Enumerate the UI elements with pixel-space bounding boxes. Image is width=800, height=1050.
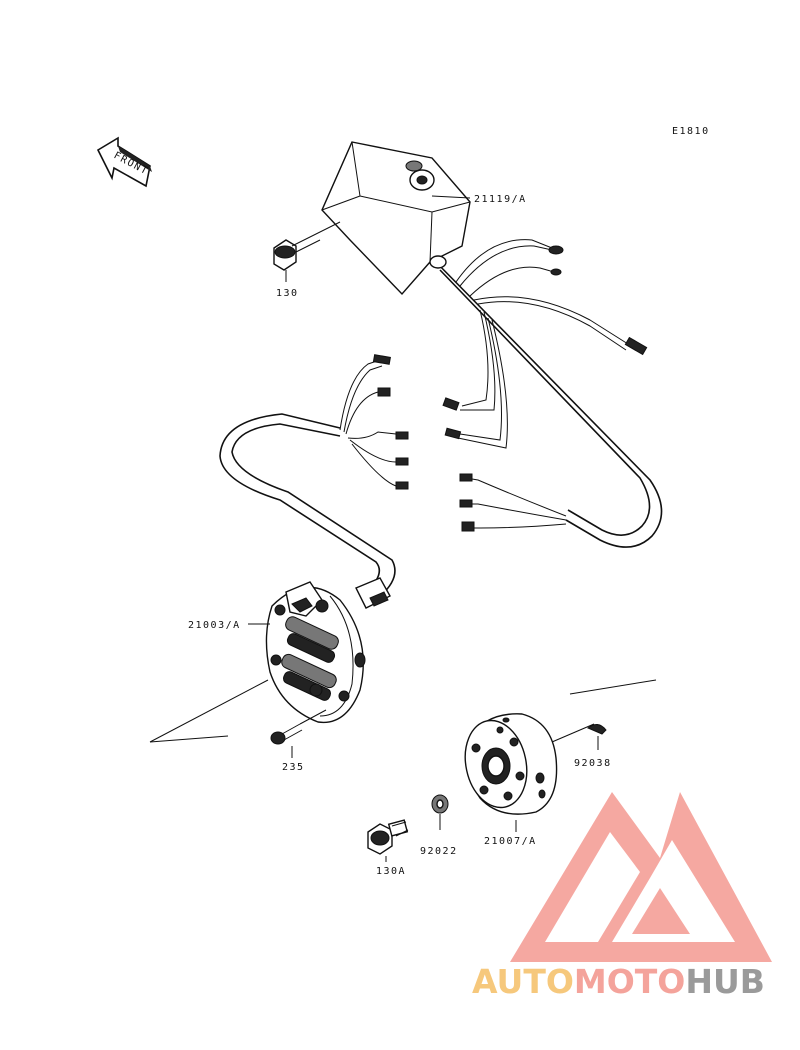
washer-92022 (431, 794, 449, 814)
screw-235 (270, 709, 327, 745)
label-key: 92038 (574, 758, 612, 769)
label-screw-235: 235 (282, 762, 305, 773)
cdi-unit (321, 141, 663, 548)
bolt-130 (273, 221, 341, 271)
bolt-130a (367, 819, 409, 855)
watermark-logo-icon (510, 792, 772, 962)
label-rotor: 21007/A (484, 836, 537, 847)
key-92038 (587, 724, 607, 735)
label-cdi-unit: 21119/A (474, 194, 527, 205)
watermark-brand: AUTOMOTOHUB (472, 962, 765, 1001)
stator-harness (219, 354, 567, 609)
front-arrow-icon: FRONT (96, 136, 152, 188)
label-stator: 21003/A (188, 620, 241, 631)
diagram-code: E1810 (672, 126, 710, 137)
rotor (464, 713, 558, 815)
label-washer: 92022 (420, 846, 458, 857)
label-bolt-130a: 130A (376, 866, 406, 877)
label-bolt-130: 130 (276, 288, 299, 299)
stator (265, 581, 366, 724)
